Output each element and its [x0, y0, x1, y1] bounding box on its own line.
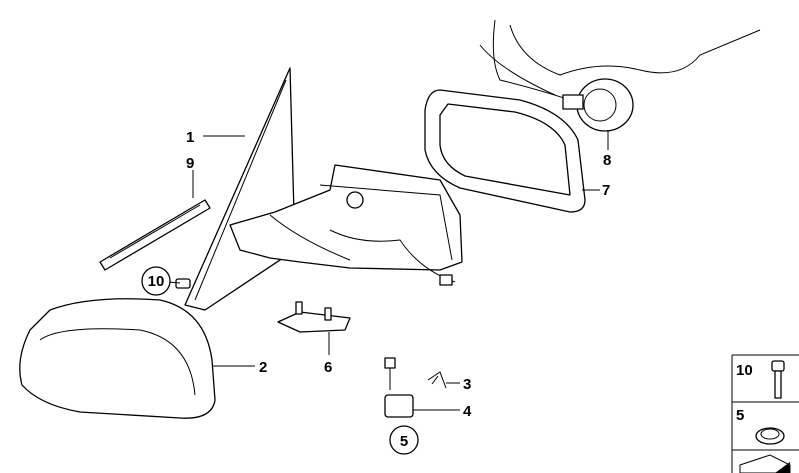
part-bracket[interactable]: [277, 301, 351, 333]
part-frame[interactable]: [424, 89, 586, 213]
callout-10-circle: [141, 266, 171, 296]
screw-icon: [771, 360, 785, 399]
part-screw[interactable]: [175, 278, 191, 289]
callout-5[interactable]: 5: [400, 433, 408, 450]
part-mirror-cap[interactable]: [19, 298, 216, 419]
parts-legend: 10 5: [731, 354, 799, 473]
callout-9[interactable]: 9: [186, 155, 194, 172]
callout-10[interactable]: 10: [148, 273, 165, 290]
callout-7[interactable]: 7: [602, 182, 610, 199]
callout-6[interactable]: 6: [324, 359, 332, 376]
part-mirror-housing[interactable]: [229, 164, 463, 286]
callout-2[interactable]: 2: [259, 359, 267, 376]
leader-lines: [167, 130, 609, 411]
callout-8[interactable]: 8: [603, 152, 611, 169]
callout-4[interactable]: 4: [463, 403, 472, 420]
part-clip[interactable]: [427, 371, 447, 389]
callout-5-circle: [389, 425, 419, 455]
callout-1[interactable]: 1: [186, 129, 194, 146]
part-connector[interactable]: [384, 357, 414, 418]
legend-item-5-number: 5: [736, 407, 744, 424]
callout-3[interactable]: 3: [463, 376, 471, 393]
washer-ring-icon: [755, 427, 785, 445]
part-mirror-glass[interactable]: [184, 67, 296, 311]
part-strip[interactable]: [99, 199, 211, 271]
part-motor[interactable]: [479, 19, 761, 132]
legend-item-10-number: 10: [736, 362, 753, 379]
